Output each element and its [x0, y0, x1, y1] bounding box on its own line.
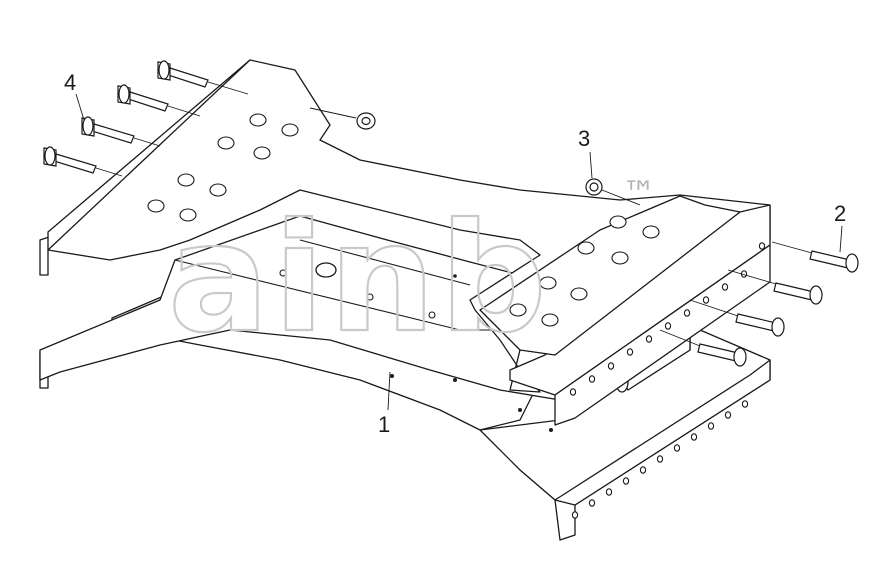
bolt-set-4 [43, 60, 249, 177]
callout-2: 2 [834, 201, 846, 226]
flange-bolt-icon [81, 116, 135, 144]
upper-frame [47, 59, 771, 426]
bolt-set-2 [659, 241, 859, 367]
callout-4: 4 [64, 70, 76, 95]
callout-1: 1 [378, 412, 390, 437]
upper-left-plate-holes [147, 113, 299, 222]
flange-bolt-icon [117, 84, 169, 112]
flange-nut-icon [585, 178, 641, 206]
flange-bolt-icon [689, 299, 785, 337]
lower-rail-holes [571, 400, 749, 519]
flange-bolt-icon [727, 269, 823, 305]
callout-labels: 4 3 2 1 [64, 70, 846, 437]
upper-right-plate-holes [509, 215, 660, 327]
upper-rail-holes [569, 242, 766, 396]
watermark-trademark: ™ [622, 174, 656, 214]
watermark-text: ainb [168, 192, 551, 366]
flange-nut-icon [309, 107, 376, 130]
callout-3: 3 [578, 126, 590, 151]
flange-bolt-icon [157, 60, 209, 88]
watermark: ainb ™ [167, 174, 656, 367]
flange-bolt-icon [43, 146, 97, 174]
flange-bolt-icon [771, 241, 859, 273]
flange-bolt-icon [659, 329, 747, 367]
